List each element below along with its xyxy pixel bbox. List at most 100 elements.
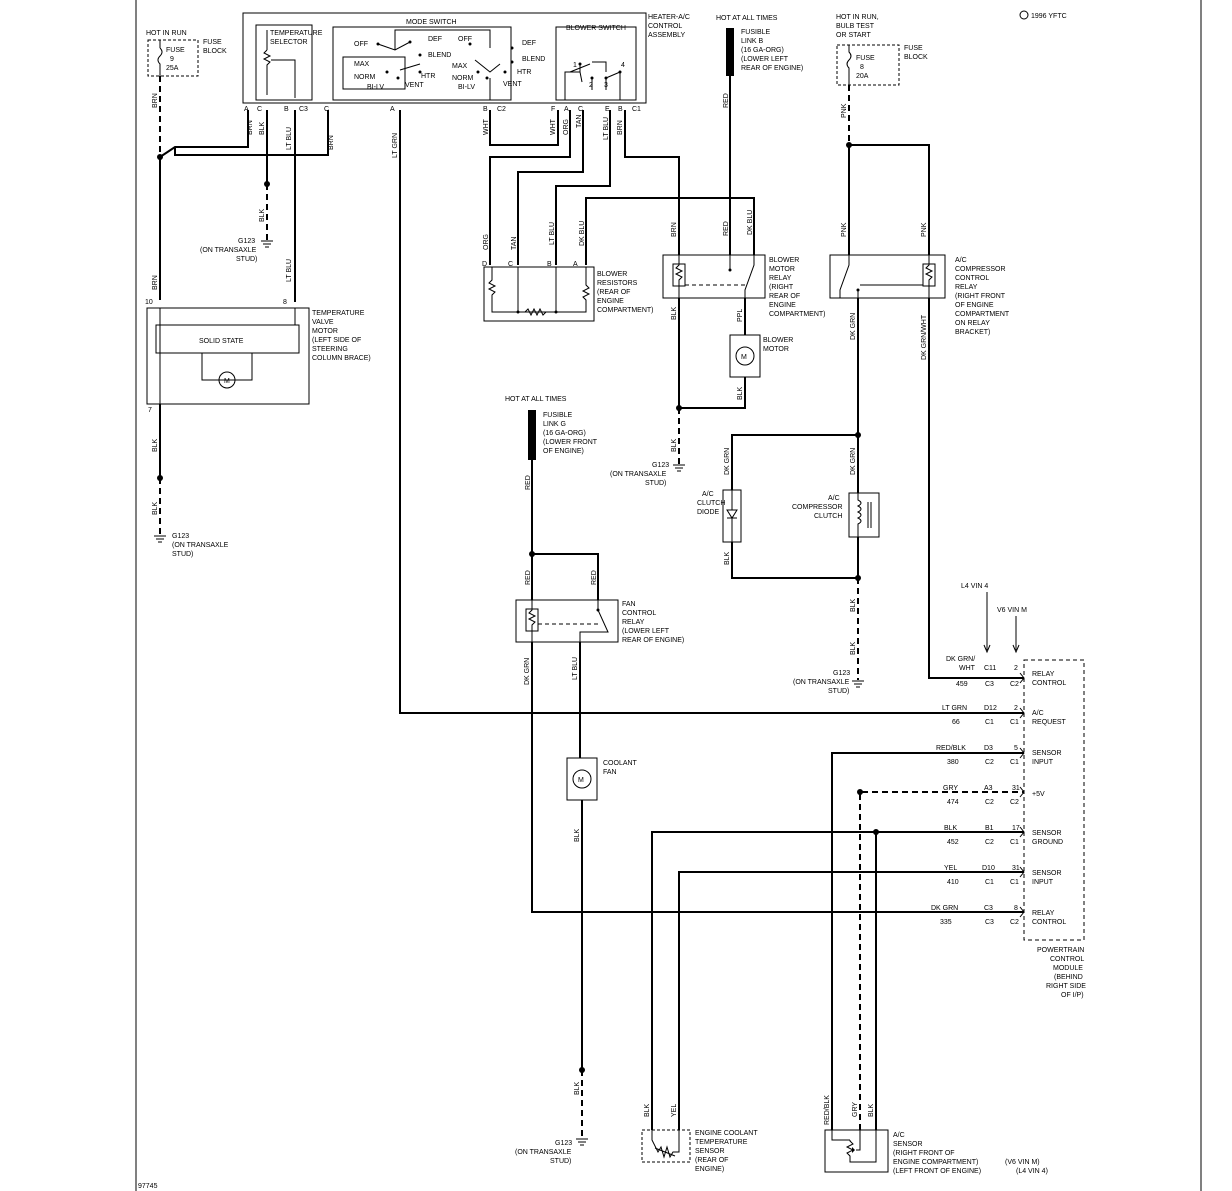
svg-text:RED/BLK: RED/BLK [824, 1095, 831, 1125]
svg-text:A3: A3 [984, 785, 993, 792]
svg-text:C2: C2 [985, 839, 994, 846]
mode-inner-box [342, 56, 406, 90]
svg-text:C3: C3 [299, 106, 308, 113]
mode-max-1: MAX [354, 61, 370, 68]
svg-text:BLK: BLK [152, 438, 159, 452]
svg-text:B: B [483, 106, 488, 113]
svg-text:RED: RED [723, 221, 730, 236]
mode-htr-1: HTR [421, 73, 435, 80]
svg-text:5: 5 [1014, 745, 1018, 752]
ac-relay-box [829, 254, 946, 299]
svg-text:BLK: BLK [850, 641, 857, 655]
svg-text:C: C [324, 106, 329, 113]
svg-text:459: 459 [956, 681, 968, 688]
svg-text:BLK: BLK [671, 438, 678, 452]
svg-text:RED/BLK: RED/BLK [936, 745, 966, 752]
mode-htr-2: HTR [517, 69, 531, 76]
temp-selector-box [255, 24, 313, 101]
mode-off-2: OFF [458, 36, 472, 43]
svg-text:4: 4 [621, 62, 625, 69]
mode-bilv-1: BI-LV [367, 84, 384, 91]
wire-gry [859, 791, 1024, 1130]
clutch-box [848, 492, 880, 538]
wire-label-brn-a: BRN [247, 120, 254, 135]
mode-vent-1: VENT [405, 82, 424, 89]
ground-icon-5 [576, 1138, 588, 1146]
ground-icon-2 [154, 535, 166, 543]
wire-label-brn: BRN [152, 93, 159, 108]
mode-max-2: MAX [452, 63, 468, 70]
temp-selector-wiper [271, 59, 296, 98]
svg-text:RED: RED [525, 475, 532, 490]
mode-switch-box [332, 26, 512, 101]
svg-text:M: M [224, 378, 230, 385]
year-tag: 1996 YFTC [1031, 13, 1067, 20]
svg-text:474: 474 [947, 799, 959, 806]
mode-bilv-2: BI-LV [458, 84, 475, 91]
blower-resistors-box [483, 266, 595, 322]
wire-wht [489, 110, 559, 146]
svg-text:RED: RED [723, 93, 730, 108]
svg-text:YEL: YEL [944, 865, 957, 872]
blower-switch-contacts [564, 63, 621, 100]
svg-text:E: E [605, 106, 610, 113]
svg-text:B: B [547, 261, 552, 268]
svg-text:10: 10 [145, 299, 153, 306]
svg-text:C: C [257, 106, 262, 113]
hot-at-all-times-label: HOT AT ALL TIMES [716, 15, 778, 22]
svg-text:TAN: TAN [511, 237, 518, 250]
wire-brn-relay [624, 110, 680, 255]
mode-norm-2: NORM [452, 75, 474, 82]
blower-motor-icon [735, 346, 755, 366]
svg-text:BLK: BLK [152, 501, 159, 515]
svg-text:17: 17 [1012, 825, 1020, 832]
svg-text:BLK: BLK [724, 551, 731, 565]
svg-text:+5V: +5V [1032, 791, 1045, 798]
mode-def-1: DEF [428, 36, 442, 43]
wire-lt-blu [555, 110, 611, 265]
svg-text:BLK: BLK [644, 1103, 651, 1117]
wire-pnk [848, 144, 930, 255]
fuse-8-icon [846, 45, 852, 85]
ac-sensor-box [824, 1129, 889, 1173]
blower-relay-box [662, 254, 766, 299]
svg-text:BLK: BLK [944, 825, 958, 832]
solid-state-box [155, 324, 300, 354]
svg-text:D3: D3 [984, 745, 993, 752]
svg-text:335: 335 [940, 919, 952, 926]
svg-text:RED: RED [591, 570, 598, 585]
fusible-link-b-icon [726, 28, 734, 76]
svg-text:RED: RED [525, 570, 532, 585]
svg-text:BLK: BLK [868, 1103, 875, 1117]
mode-blend-2: BLEND [522, 56, 545, 63]
wire-brn-to-a [159, 110, 249, 158]
svg-text:GRY: GRY [943, 785, 958, 792]
temp-valve-box [146, 307, 310, 405]
diode-icon [726, 490, 738, 542]
svg-text:M: M [741, 354, 747, 361]
svg-text:DK BLU: DK BLU [579, 221, 586, 246]
mode-switch-label: MODE SWITCH [406, 19, 457, 26]
svg-text:452: 452 [947, 839, 959, 846]
mode-blend-1: BLEND [428, 52, 451, 59]
mode-vent-2: VENT [503, 81, 522, 88]
